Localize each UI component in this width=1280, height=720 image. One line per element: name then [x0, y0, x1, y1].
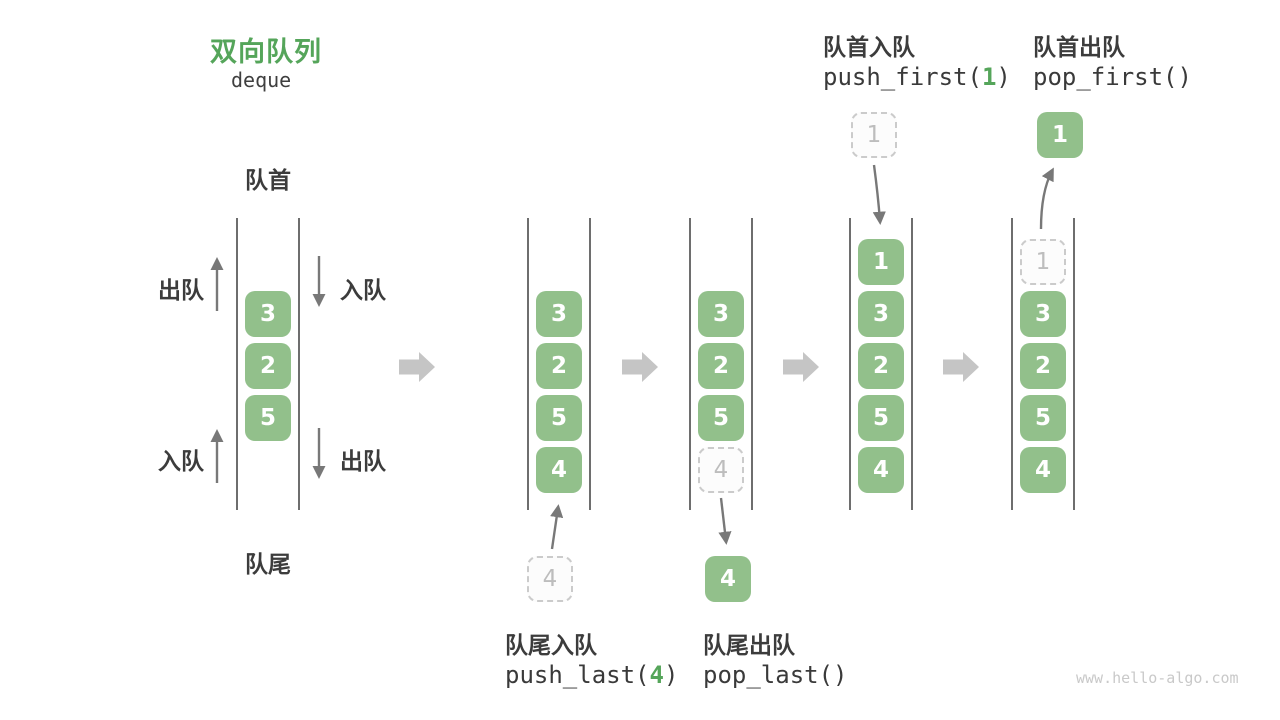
queue5-walls [1011, 218, 1075, 510]
push-first-ghost-cell: 1 [851, 112, 897, 158]
code-text: ) [663, 661, 679, 689]
queue-cell: 2 [536, 343, 582, 389]
pop-first-arrow-icon [1039, 167, 1054, 230]
diagram-title: 双向队列 [210, 37, 322, 67]
queue-cell: 4 [1020, 447, 1066, 493]
queue-ghost-cell: 4 [698, 447, 744, 493]
queue-cell: 2 [1020, 343, 1066, 389]
queue1-walls [236, 218, 300, 510]
pop-last-arrow-icon [718, 497, 732, 545]
code-arg: 1 [981, 63, 997, 91]
queue3-walls [689, 218, 753, 510]
transition-arrow-1-icon [399, 352, 435, 382]
queue-cell: 3 [245, 291, 291, 337]
pop-first-code: pop_first() [1033, 63, 1192, 91]
queue-cell: 2 [858, 343, 904, 389]
queue-front-label: 队首 [245, 167, 291, 193]
enqueue-rear-label: 入队 [158, 448, 204, 474]
queue4-walls [849, 218, 913, 510]
pop-last-label: 队尾出队 [703, 632, 795, 658]
pop-last-code: pop_last() [703, 661, 848, 689]
diagram-subtitle: deque [231, 68, 292, 92]
queue-cell: 2 [245, 343, 291, 389]
code-text: push_last( [505, 661, 650, 689]
transition-arrow-4-icon [943, 352, 979, 382]
queue-cell: 4 [858, 447, 904, 493]
code-text: ) [996, 63, 1011, 91]
pop-first-label: 队首出队 [1033, 34, 1125, 60]
enqueue-front-label: 入队 [340, 277, 386, 303]
pop-last-popped-cell: 4 [705, 556, 751, 602]
queue-cell: 3 [858, 291, 904, 337]
transition-arrow-2-icon [622, 352, 658, 382]
transition-arrow-3-icon [783, 352, 819, 382]
pop-first-popped-cell: 1 [1037, 112, 1083, 158]
push-last-arrow-icon [550, 504, 564, 550]
queue-cell: 4 [536, 447, 582, 493]
queue-cell: 3 [1020, 291, 1066, 337]
watermark: www.hello-algo.com [1076, 669, 1239, 687]
queue-cell: 5 [245, 395, 291, 441]
queue-cell: 2 [698, 343, 744, 389]
queue-cell: 5 [858, 395, 904, 441]
push-last-ghost-cell: 4 [527, 556, 573, 602]
push-last-label: 队尾入队 [505, 632, 597, 658]
code-arg: 4 [649, 661, 664, 689]
dequeue-front-label: 出队 [158, 277, 204, 303]
queue-cell: 5 [698, 395, 744, 441]
queue-cell: 3 [536, 291, 582, 337]
queue-cell: 1 [858, 239, 904, 285]
push-first-label: 队首入队 [823, 34, 915, 60]
queue2-walls [527, 218, 591, 510]
push-first-code: push_first(1) [823, 63, 1011, 91]
queue-cell: 5 [1020, 395, 1066, 441]
queue-cell: 5 [536, 395, 582, 441]
dequeue-rear-label: 出队 [340, 448, 386, 474]
code-text: push_first( [823, 63, 982, 91]
push-first-arrow-icon [872, 164, 886, 225]
queue-cell: 3 [698, 291, 744, 337]
push-last-code: push_last(4) [505, 661, 678, 689]
queue-ghost-cell: 1 [1020, 239, 1066, 285]
queue-rear-label: 队尾 [245, 551, 291, 577]
